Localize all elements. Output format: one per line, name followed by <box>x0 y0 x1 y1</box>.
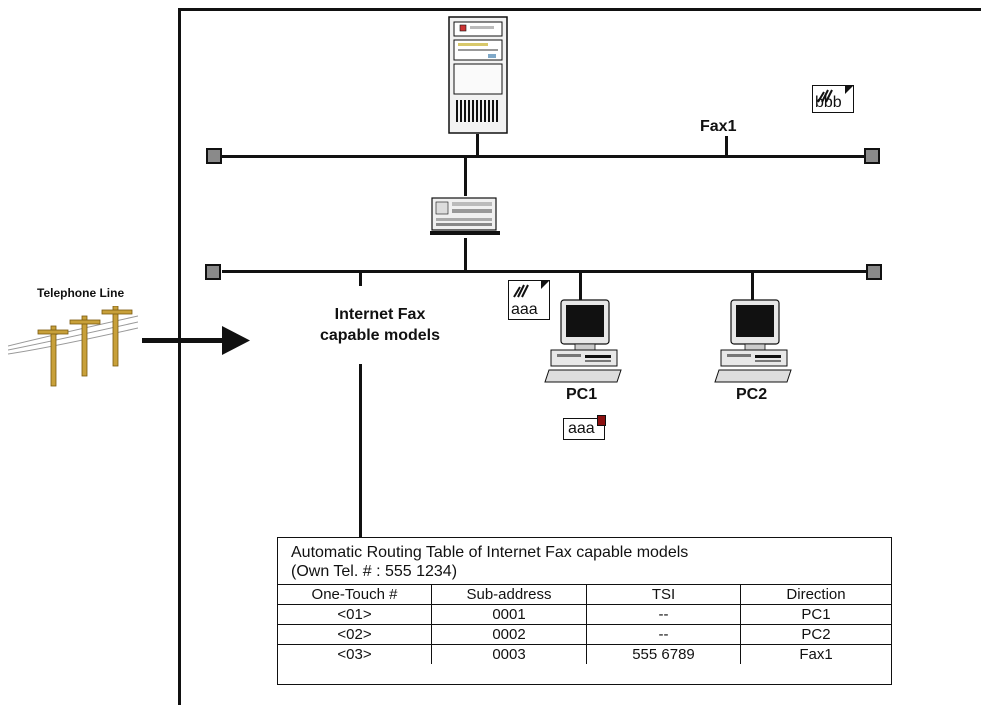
network-terminator-bottom-left <box>205 264 221 280</box>
routing-table-heading: Automatic Routing Table of Internet Fax … <box>291 544 689 561</box>
internet-fax-label-line1: Internet Fax <box>334 306 426 323</box>
computer-icon-pc1 <box>544 299 622 383</box>
internet-fax-connector-upper <box>359 272 362 286</box>
computer-icon-pc2 <box>714 299 792 383</box>
cell-direction: Fax1 <box>740 644 891 664</box>
cell-one-touch: <02> <box>278 624 432 645</box>
hub-connector-upper <box>464 156 467 196</box>
incoming-arrow <box>142 326 250 355</box>
internet-fax-label-line2: capable models <box>319 327 441 344</box>
routing-table-panel: Automatic Routing Table of Internet Fax … <box>277 537 892 685</box>
internet-fax-label: Internet Fax capable models <box>300 304 460 346</box>
table-row: <02> 0002 -- PC2 <box>278 624 891 645</box>
fax-document-bbb-text: bbb <box>815 94 842 111</box>
server-connector <box>476 134 479 156</box>
routing-table-own-tel: (Own Tel. # : 555 1234) <box>291 563 458 580</box>
pc2-label: PC2 <box>736 386 768 403</box>
routing-table-header-row: One-Touch # Sub-address TSI Direction <box>278 584 891 605</box>
cell-sub-address: 0002 <box>431 624 587 645</box>
received-document-pc1-text: aaa <box>568 420 595 437</box>
table-row: <03> 0003 555 6789 Fax1 <box>278 644 891 664</box>
header-sub-address: Sub-address <box>431 584 587 605</box>
cell-tsi: -- <box>586 624 741 645</box>
header-direction: Direction <box>740 584 891 605</box>
telephone-line-label: Telephone Line <box>37 286 125 300</box>
cell-direction: PC1 <box>740 604 891 625</box>
cell-tsi: -- <box>586 604 741 625</box>
pc1-label: PC1 <box>566 386 598 403</box>
mail-indicator-icon <box>597 415 606 426</box>
header-one-touch: One-Touch # <box>278 584 432 605</box>
cell-one-touch: <03> <box>278 644 432 664</box>
network-terminator-bottom-right <box>866 264 882 280</box>
telephone-pole-icon <box>8 306 138 387</box>
fax-document-bbb: bbb <box>812 85 854 113</box>
fax-document-aaa-text: aaa <box>511 301 538 318</box>
cell-tsi: 555 6789 <box>586 644 741 664</box>
pc1-connector <box>579 272 582 302</box>
cell-one-touch: <01> <box>278 604 432 625</box>
fax-document-icon <box>817 89 833 103</box>
received-document-pc1: aaa <box>563 415 606 440</box>
network-boundary-left <box>178 8 181 705</box>
network-boundary-top <box>178 8 981 11</box>
fax1-connector <box>725 136 728 156</box>
server-icon <box>448 16 508 134</box>
header-tsi: TSI <box>586 584 741 605</box>
pc2-connector <box>751 272 754 302</box>
fax-document-aaa: aaa <box>508 280 550 320</box>
hub-connector-lower <box>464 238 467 272</box>
internet-fax-connector-lower <box>359 364 362 538</box>
table-row: <01> 0001 -- PC1 <box>278 604 891 625</box>
cell-direction: PC2 <box>740 624 891 645</box>
lan-backbone-top <box>222 155 872 158</box>
lan-backbone-bottom <box>222 270 872 273</box>
hub-icon <box>430 197 500 235</box>
routing-table: One-Touch # Sub-address TSI Direction <0… <box>278 584 891 664</box>
network-terminator-top-right <box>864 148 880 164</box>
network-terminator-top-left <box>206 148 222 164</box>
fax-document-icon-aaa <box>513 284 529 298</box>
routing-table-title: Automatic Routing Table of Internet Fax … <box>278 538 891 581</box>
fax1-label: Fax1 <box>700 118 737 135</box>
cell-sub-address: 0001 <box>431 604 587 625</box>
cell-sub-address: 0003 <box>431 644 587 664</box>
